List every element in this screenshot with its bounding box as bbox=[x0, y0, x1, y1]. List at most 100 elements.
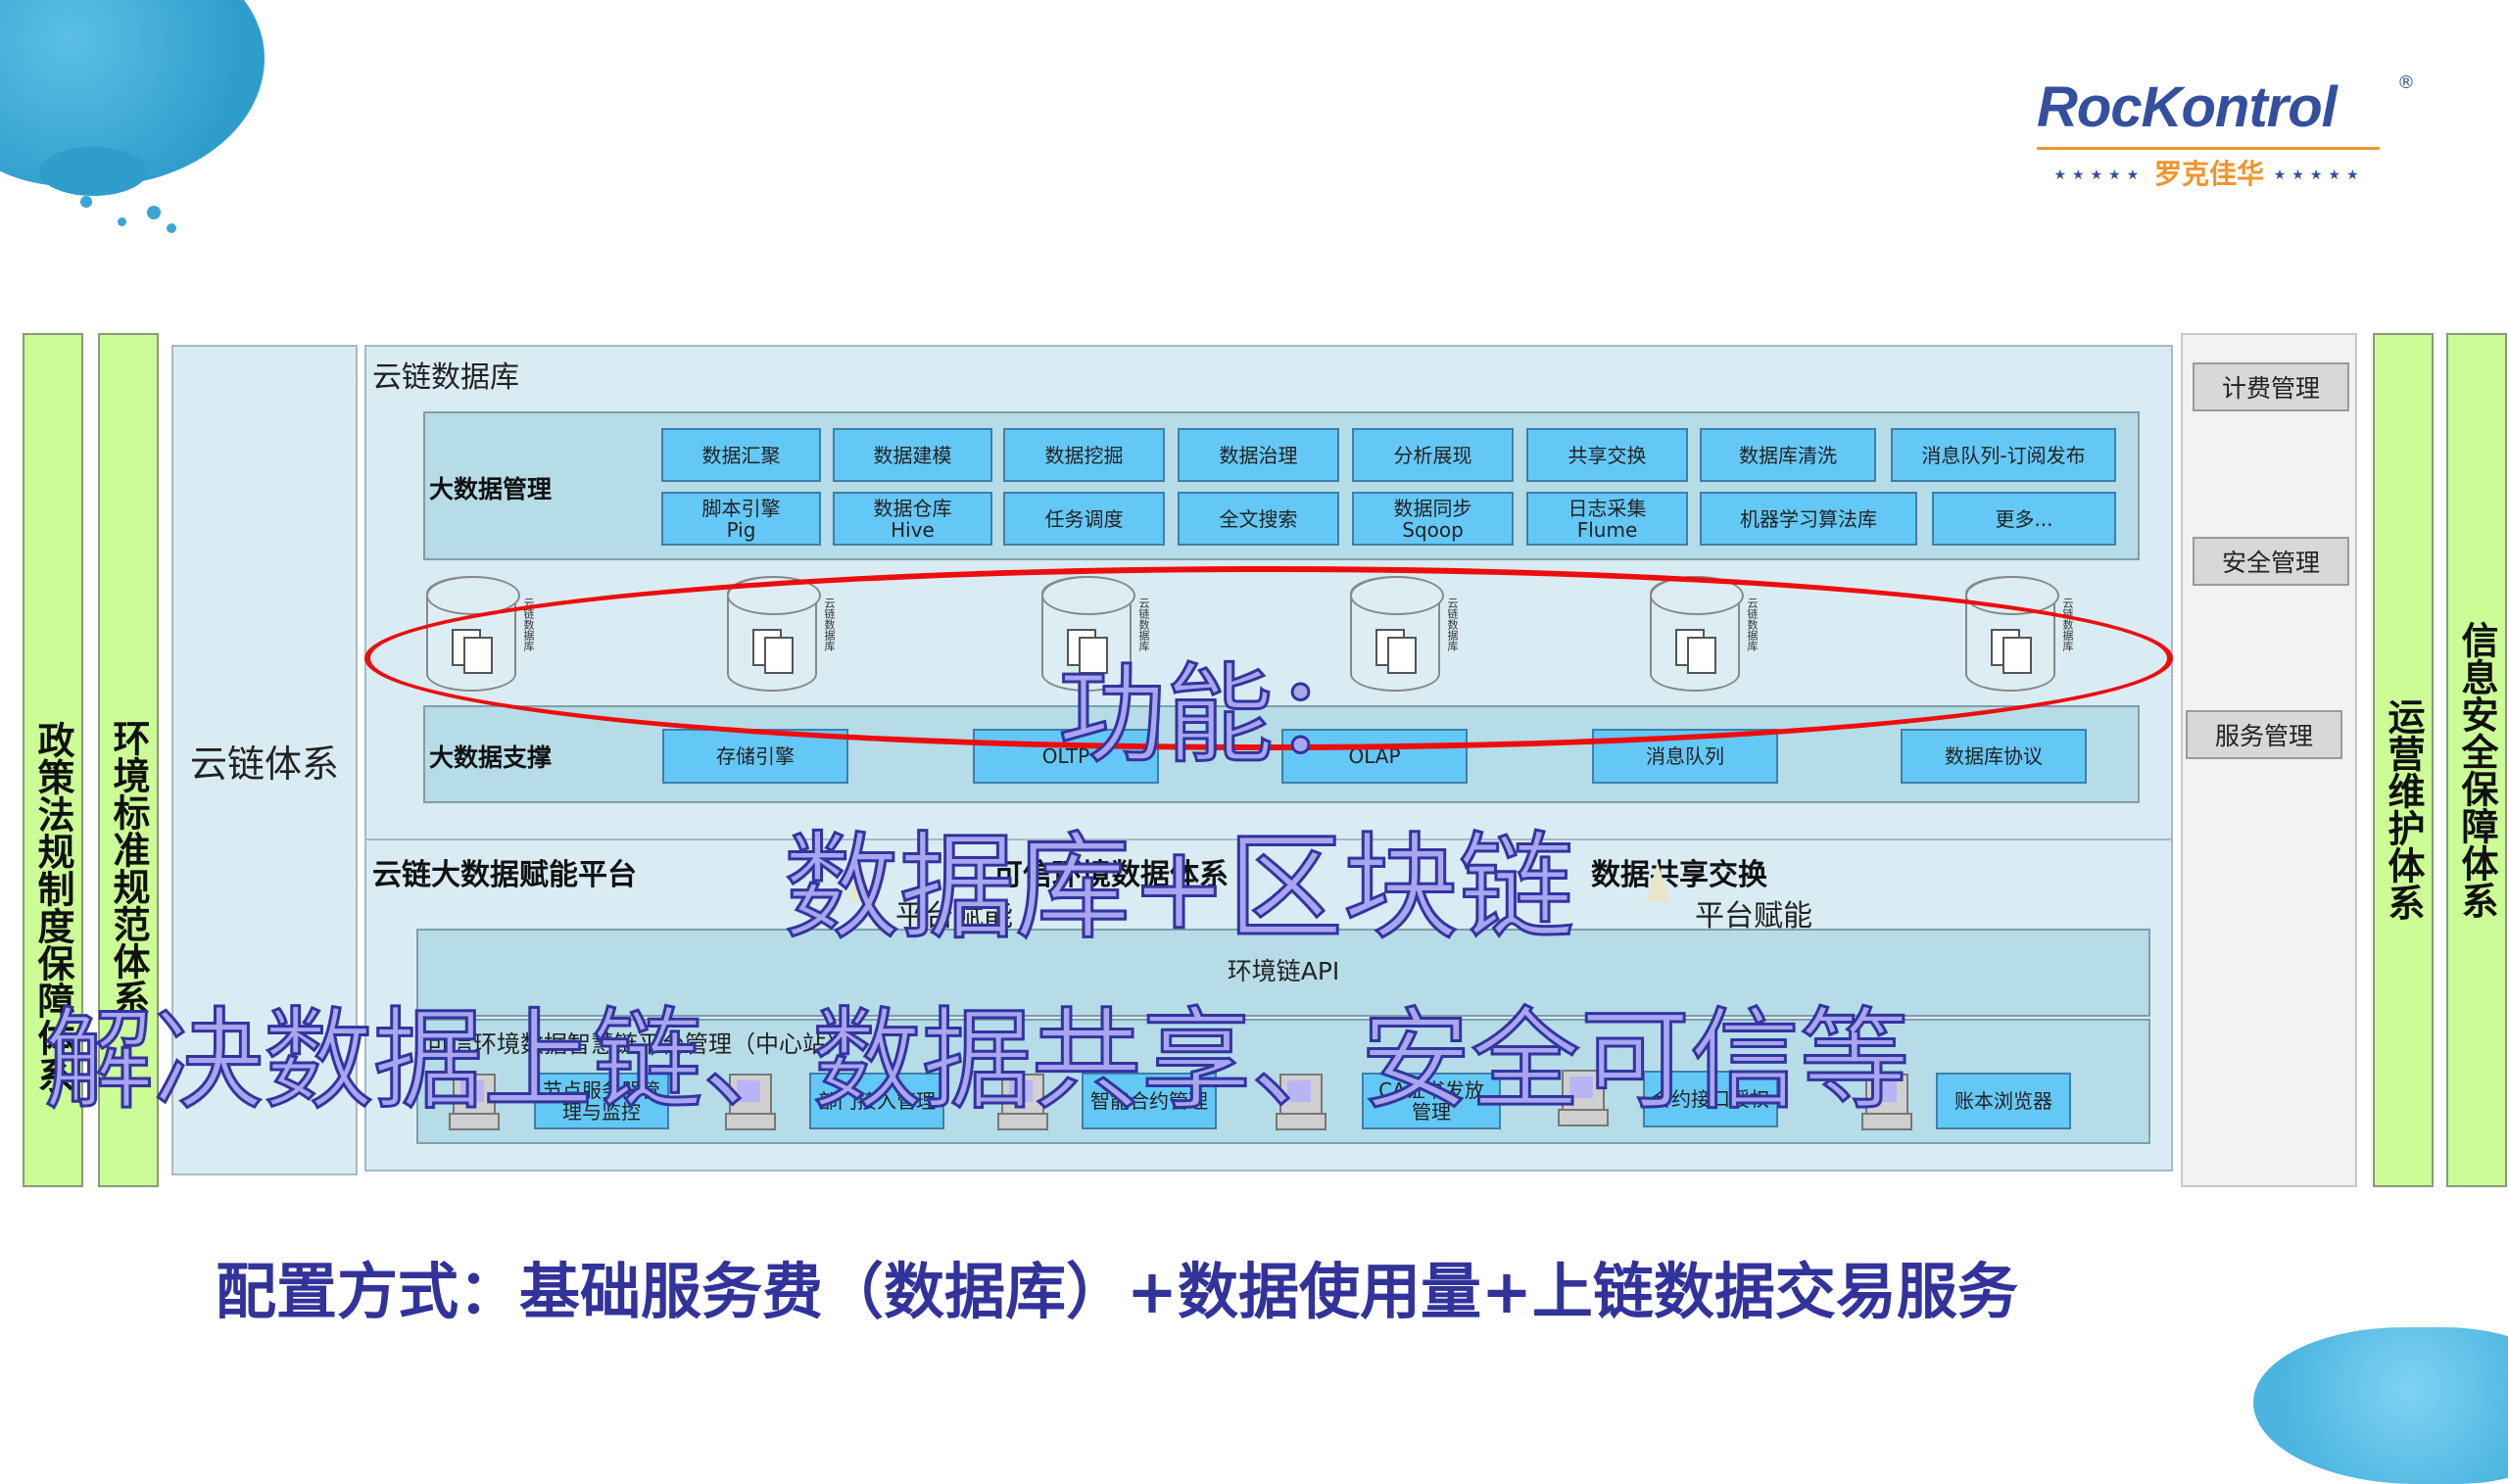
module-label: 消息队列 bbox=[1646, 744, 1724, 768]
splash-dot bbox=[80, 196, 92, 208]
module-sublabel: Pig bbox=[726, 517, 756, 542]
rockontrol-logo: RocKontrol ® ★★★★★ 罗克佳华 ★★★★★ bbox=[2033, 69, 2425, 190]
module-contract-api-auth[interactable]: 合约接口授权 bbox=[1643, 1071, 1778, 1127]
module-label: 账本浏览器 bbox=[1954, 1089, 2052, 1113]
module-label: 智能合约管理 bbox=[1090, 1089, 1208, 1113]
module-sublabel: Sqoop bbox=[1402, 517, 1464, 542]
module-sublabel: 管理 bbox=[1412, 1100, 1451, 1124]
pillar-info-security: 信息安全保障体系 bbox=[2446, 333, 2507, 1187]
splash-dot bbox=[147, 206, 161, 219]
logo-chinese-row: ★★★★★ 罗克佳华 ★★★★★ bbox=[2033, 153, 2386, 192]
trusted-env-data-title: 可信环境数据体系 bbox=[993, 858, 1229, 892]
red-highlight-ellipse bbox=[364, 566, 2173, 750]
computer-icon bbox=[1558, 1070, 1609, 1126]
overlay-solution-text: 解决数据上链、数据共享、安全可信等 bbox=[43, 996, 1911, 1126]
splash-dot bbox=[167, 223, 176, 233]
pillar-label: 信息安全保障体系 bbox=[2455, 621, 2498, 919]
environment-chain-api-bar: 环境链API bbox=[416, 929, 2150, 1017]
module-label: 脚本引擎 bbox=[701, 496, 781, 520]
module-more[interactable]: 更多... bbox=[1932, 492, 2116, 546]
module-sublabel: Flume bbox=[1576, 517, 1638, 542]
module-data-aggregation[interactable]: 数据汇聚 bbox=[661, 428, 821, 482]
billing-management-button[interactable]: 计费管理 bbox=[2193, 362, 2349, 411]
computer-icon bbox=[725, 1074, 776, 1130]
pillar-label: 运营维护体系 bbox=[2382, 697, 2425, 921]
button-label: 服务管理 bbox=[2214, 722, 2313, 750]
module-label: 消息队列-订阅发布 bbox=[1921, 443, 2086, 467]
module-share-exchange[interactable]: 共享交换 bbox=[1526, 428, 1688, 482]
module-ml-algorithm-library[interactable]: 机器学习算法库 bbox=[1700, 492, 1917, 546]
logo-chinese: 罗克佳华 bbox=[2153, 158, 2264, 190]
computer-icon bbox=[449, 1074, 500, 1130]
module-label: 数据治理 bbox=[1219, 443, 1298, 467]
computer-icon bbox=[997, 1074, 1048, 1130]
module-sublabel: Hive bbox=[891, 517, 935, 542]
watercolor-splash-bottom-right bbox=[2253, 1327, 2508, 1484]
module-label: 更多... bbox=[1995, 506, 2053, 531]
module-label: CA证书发放 bbox=[1378, 1078, 1484, 1102]
module-task-scheduling[interactable]: 任务调度 bbox=[1003, 492, 1165, 546]
service-management-button[interactable]: 服务管理 bbox=[2186, 710, 2342, 759]
module-department-access[interactable]: 部门接入管理 bbox=[809, 1073, 944, 1129]
module-fulltext-search[interactable]: 全文搜索 bbox=[1178, 492, 1339, 546]
module-label: 部门接入管理 bbox=[818, 1089, 936, 1113]
up-arrow-icon bbox=[848, 862, 872, 901]
big-data-support-label: 大数据支撑 bbox=[429, 743, 553, 772]
mgmt-center-title: 可信环境数据智慧链平台管理（中心站） bbox=[426, 1030, 849, 1058]
module-label: 数据建模 bbox=[873, 443, 952, 467]
pillar-label: 环境标准规范体系 bbox=[107, 719, 150, 1017]
button-label: 安全管理 bbox=[2221, 549, 2320, 577]
pillar-policy-regulation: 政策法规制度保障体系 bbox=[23, 333, 83, 1187]
module-ledger-browser[interactable]: 账本浏览器 bbox=[1936, 1073, 2071, 1129]
pillar-operations-maintenance: 运营维护体系 bbox=[2373, 333, 2434, 1187]
platform-empower-caption-left: 平台赋能 bbox=[895, 899, 1013, 933]
module-label: 数据汇聚 bbox=[701, 443, 781, 467]
star-icons: ★★★★★ bbox=[2053, 168, 2146, 183]
pillar-environment-standards: 环境标准规范体系 bbox=[98, 333, 159, 1187]
module-node-server-monitor[interactable]: 节点服务器管理与监控 bbox=[534, 1073, 669, 1129]
platform-title: 云链大数据赋能平台 bbox=[372, 858, 637, 892]
module-data-mining[interactable]: 数据挖掘 bbox=[1003, 428, 1165, 482]
module-data-governance[interactable]: 数据治理 bbox=[1178, 428, 1339, 482]
configuration-method-text: 配置方式：基础服务费（数据库）+数据使用量+上链数据交易服务 bbox=[216, 1256, 2018, 1327]
module-label: 数据库清洗 bbox=[1739, 443, 1837, 467]
module-label: OLTP bbox=[1041, 744, 1090, 768]
module-label: 数据库协议 bbox=[1945, 744, 2043, 768]
cloud-db-title: 云链数据库 bbox=[372, 360, 519, 395]
registered-mark: ® bbox=[2397, 72, 2415, 93]
platform-empower-caption-right: 平台赋能 bbox=[1695, 899, 1812, 933]
module-analysis-display[interactable]: 分析展现 bbox=[1352, 428, 1514, 482]
splash-dot bbox=[118, 217, 126, 226]
pillar-label: 政策法规制度保障体系 bbox=[31, 721, 74, 1093]
cloud-chain-system-panel: 云链体系 bbox=[171, 345, 358, 1175]
module-ca-certificate[interactable]: CA证书发放管理 bbox=[1362, 1073, 1501, 1129]
module-label: OLAP bbox=[1348, 744, 1401, 768]
module-label: 数据同步 bbox=[1393, 496, 1472, 520]
module-label: 全文搜索 bbox=[1219, 506, 1298, 531]
logo-underline bbox=[2037, 147, 2380, 150]
module-smart-contract[interactable]: 智能合约管理 bbox=[1082, 1073, 1217, 1129]
overlay-db-blockchain: 数据库+区块链 bbox=[783, 819, 1576, 957]
module-label: 数据挖掘 bbox=[1044, 443, 1124, 467]
data-share-exchange-title: 数据共享交换 bbox=[1591, 858, 1767, 892]
module-label: 任务调度 bbox=[1044, 506, 1124, 531]
star-icons: ★★★★★ bbox=[2273, 168, 2365, 183]
security-management-button[interactable]: 安全管理 bbox=[2193, 537, 2349, 586]
up-arrow-icon bbox=[1646, 862, 1669, 901]
support-db-protocol[interactable]: 数据库协议 bbox=[1901, 729, 2087, 784]
management-column bbox=[2181, 333, 2357, 1187]
api-label: 环境链API bbox=[1227, 957, 1340, 985]
module-message-queue-pubsub[interactable]: 消息队列-订阅发布 bbox=[1891, 428, 2116, 482]
module-label: 分析展现 bbox=[1393, 443, 1472, 467]
module-data-modeling[interactable]: 数据建模 bbox=[833, 428, 992, 482]
module-db-cleaning[interactable]: 数据库清洗 bbox=[1700, 428, 1876, 482]
button-label: 计费管理 bbox=[2221, 374, 2320, 403]
overlay-function-label: 功能： bbox=[1057, 651, 1383, 780]
module-label: 节点服务器管 bbox=[543, 1078, 660, 1102]
big-data-mgmt-label: 大数据管理 bbox=[429, 475, 553, 503]
watercolor-splash-top-left-drip bbox=[39, 147, 147, 196]
